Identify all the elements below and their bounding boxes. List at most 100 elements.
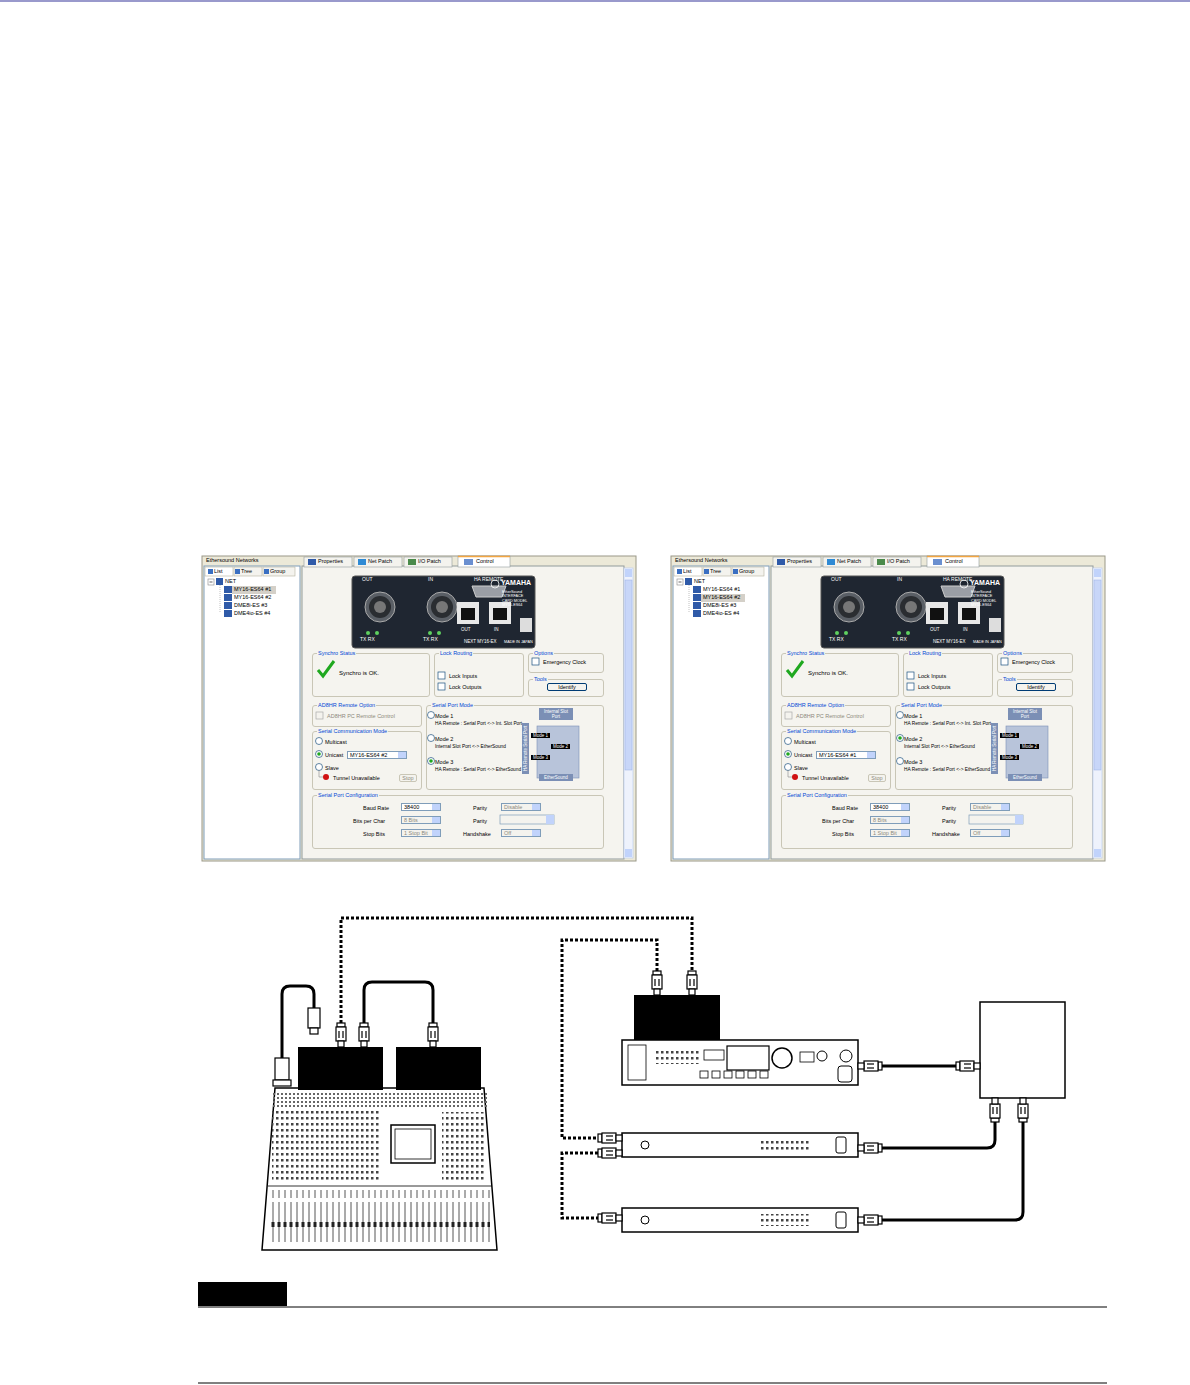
control-text: HA Remote Serial Port: [991, 723, 998, 774]
group-title: Tools: [533, 676, 548, 682]
control-text: 38400: [401, 803, 441, 811]
ui-label: YAMAHA: [501, 579, 531, 587]
ui-label: Control: [476, 558, 494, 564]
control-text: EtherSound: [1008, 774, 1042, 781]
control-text: Mode 2: [551, 744, 570, 749]
group-title: Lock Routing: [908, 650, 942, 656]
control-text: Internal Slot Port: [1008, 708, 1042, 720]
ui-label: OUT: [362, 577, 373, 583]
control-text: Lock Inputs: [918, 673, 946, 679]
ui-label: Properties: [318, 558, 343, 564]
control-text: Mode 2: [904, 736, 922, 742]
control-text: Bits per Char: [822, 818, 854, 824]
control-text: Synchro is OK.: [339, 670, 379, 677]
control-text: EtherSound: [539, 774, 573, 781]
control-text: Slave: [325, 765, 339, 771]
ui-label: MY16-ES64 #2: [234, 594, 271, 600]
control-text: Bits per Char: [353, 818, 385, 824]
control-text: Parity: [473, 805, 487, 811]
control-text: AD8HR PC Remote Control: [327, 713, 395, 719]
control-text: HA Remote : Serial Port <-> EtherSound: [435, 767, 521, 773]
control-text: Slave: [794, 765, 808, 771]
control-text: HA Remote Serial Port: [522, 723, 529, 774]
control-text: Mode 2: [1020, 744, 1039, 749]
ui-label: YAMAHA: [970, 579, 1000, 587]
control-text: AD8HR PC Remote Control: [796, 713, 864, 719]
ui-label: NEXT MY16-EX: [933, 639, 965, 644]
ui-label: Group: [270, 568, 285, 574]
group-title: Options: [533, 650, 554, 656]
ui-label: MADE IN JAPAN: [504, 640, 533, 644]
control-text: Parity: [942, 805, 956, 811]
control-text: Mode 1: [1000, 733, 1019, 738]
group-box: ToolsIdentify: [528, 679, 604, 697]
ui-label: I/O Patch: [887, 558, 910, 564]
control-text: Lock Inputs: [449, 673, 477, 679]
control-text: Mode 3: [531, 755, 550, 760]
ui-label: Tree: [710, 568, 721, 574]
group-title: Serial Port Mode: [900, 702, 943, 708]
ui-label: HA REMOTE: [474, 577, 503, 583]
group-title: Synchro Status: [786, 650, 825, 656]
ui-label: OUT: [461, 627, 471, 632]
control-text: Lock Outputs: [918, 684, 950, 690]
group-box: Lock RoutingLock InputsLock Outputs: [434, 653, 524, 697]
ui-label: IN: [428, 577, 433, 583]
ui-label: I/O Patch: [418, 558, 441, 564]
ui-label: MY16-ES64 #1: [234, 586, 271, 592]
control-text: Stop: [399, 774, 417, 782]
control-text: Mode 3: [435, 759, 453, 765]
control-text: Mode 1: [904, 713, 922, 719]
control-text: Parity: [473, 818, 487, 824]
ui-label: DME8i-ES #3: [703, 602, 736, 608]
ui-label: Ethersound Networks: [206, 557, 259, 563]
control-text: Parity: [942, 818, 956, 824]
ui-label: IN: [963, 627, 968, 632]
control-text: 1 Stop Bit: [870, 829, 910, 837]
control-text: Mode 2: [435, 736, 453, 742]
control-text: 8 Bits: [401, 816, 441, 824]
control-text: Mode 1: [435, 713, 453, 719]
group-box: Serial Port ConfigurationBaud Rate38400P…: [312, 795, 604, 849]
control-text: Disable: [501, 803, 541, 811]
ui-label: Ethersound Networks: [675, 557, 728, 563]
ui-label: MADE IN JAPAN: [973, 640, 1002, 644]
group-box: AD8HR Remote OptionAD8HR PC Remote Contr…: [781, 705, 891, 727]
control-text: Tunnel Unavailable: [333, 775, 380, 781]
ui-label: Properties: [787, 558, 812, 564]
control-text: Handshake: [463, 831, 491, 837]
control-text: 38400: [870, 803, 910, 811]
group-title: Serial Communication Mode: [786, 728, 857, 734]
control-text: Multicast: [325, 739, 347, 745]
control-text: Emergency Clock: [543, 659, 586, 665]
group-box: OptionsEmergency Clock: [997, 653, 1073, 673]
group-title: Tools: [1002, 676, 1017, 682]
group-title: Options: [1002, 650, 1023, 656]
ui-label: DME4io-ES #4: [234, 610, 270, 616]
group-title: Lock Routing: [439, 650, 473, 656]
control-text: HA Remote : Serial Port <-> EtherSound: [904, 767, 990, 773]
group-box: Lock RoutingLock InputsLock Outputs: [903, 653, 993, 697]
ui-label: HA REMOTE: [943, 577, 972, 583]
group-box: Serial Port ModeMode 1 HA Remote : Serial…: [895, 705, 1073, 790]
ui-label: IN: [494, 627, 499, 632]
group-title: Serial Port Mode: [431, 702, 474, 708]
control-text: Mode 1: [531, 733, 550, 738]
control-text: Identify: [1016, 683, 1056, 691]
ui-label: MY16-ES64 #1: [703, 586, 740, 592]
ui-label: TX RX: [892, 637, 907, 643]
control-text: Internal Slot Port <-> EtherSound: [435, 744, 506, 750]
ui-label: Net Patch: [837, 558, 861, 564]
ui-label: OUT: [831, 577, 842, 583]
control-text: HA Remote : Serial Port <-> Int. Slot Po…: [435, 721, 522, 727]
ui-label: DME4io-ES #4: [703, 610, 739, 616]
control-text: Off: [501, 829, 541, 837]
control-text: Internal Slot Port: [539, 708, 573, 720]
ui-label: Tree: [241, 568, 252, 574]
group-title: AD8HR Remote Option: [786, 702, 845, 708]
control-text: Off: [970, 829, 1010, 837]
control-text: Stop: [868, 774, 886, 782]
group-title: Synchro Status: [317, 650, 356, 656]
